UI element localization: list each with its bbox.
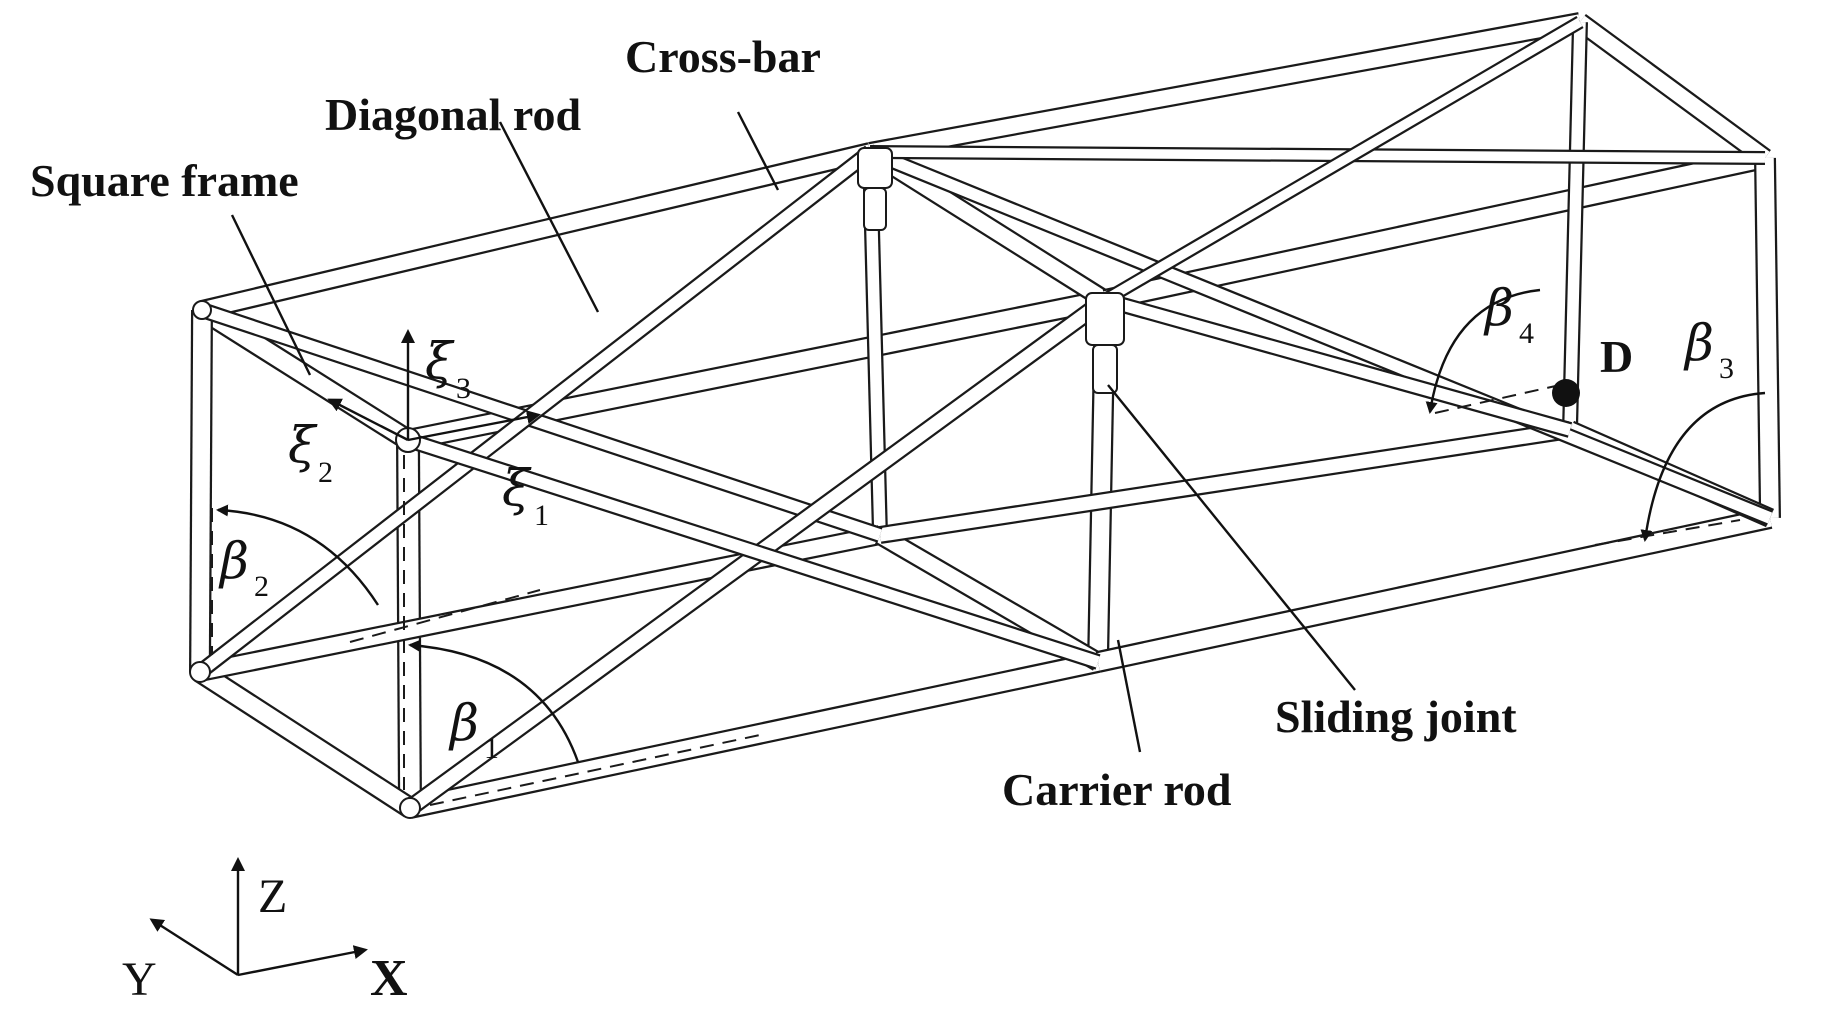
point-d-marker — [1552, 379, 1580, 407]
xi-2-label: ξ 2 — [288, 416, 333, 489]
rod-body — [1756, 157, 1779, 519]
svg-text:1: 1 — [534, 499, 549, 532]
svg-text:ξ: ξ — [288, 416, 318, 474]
svg-text:3: 3 — [456, 372, 471, 405]
rod-body — [197, 302, 413, 448]
label-cross-bar: Cross-bar — [625, 31, 821, 82]
svg-text:2: 2 — [318, 456, 333, 489]
rod-body — [1575, 15, 1770, 165]
rod-body — [406, 434, 1100, 668]
sliding-joint-lower — [1092, 344, 1118, 394]
global-axes — [149, 857, 368, 977]
rod-body — [876, 528, 1102, 669]
label-carrier-rod: Carrier rod — [1002, 764, 1232, 815]
rod-body — [1103, 294, 1572, 436]
joint-left-top — [192, 300, 212, 320]
svg-text:β: β — [218, 532, 249, 590]
beta-3-label: β 3 — [1683, 314, 1734, 385]
angle-arcs — [216, 288, 1766, 763]
rod-body — [200, 304, 882, 541]
rod-body — [408, 653, 1100, 817]
rod-body — [868, 14, 1582, 160]
xi-3-label: ξ 3 — [425, 332, 471, 405]
joint-left-bottom — [189, 661, 211, 683]
label-sliding-joint: Sliding joint — [1275, 691, 1517, 742]
beta-4-label: β 4 — [1483, 279, 1534, 350]
top-joint-block — [857, 147, 893, 189]
rod-body — [195, 664, 415, 816]
leader-lines — [230, 111, 1356, 753]
rod-body — [1564, 21, 1586, 431]
svg-text:2: 2 — [254, 570, 269, 603]
rod-body — [1103, 149, 1767, 309]
svg-text:ξ: ξ — [502, 459, 532, 517]
beta-2-label: β 2 — [218, 532, 269, 603]
label-square-frame: Square frame — [30, 155, 299, 206]
label-point-d: D — [1600, 331, 1633, 382]
svg-text:3: 3 — [1719, 352, 1734, 385]
xi-1-label: ξ 1 — [502, 459, 549, 532]
rod-body — [191, 309, 211, 673]
svg-text:β: β — [1683, 314, 1714, 372]
axis-x-label: X — [370, 950, 408, 1007]
hidden-lines — [211, 384, 1741, 806]
rod-body — [867, 146, 1773, 524]
axis-z-label: Z — [258, 870, 287, 923]
rod-body — [200, 144, 872, 318]
local-axes — [327, 329, 541, 442]
rod-body — [1102, 17, 1583, 305]
rod-body — [865, 145, 1110, 307]
svg-text:β: β — [1483, 279, 1514, 337]
svg-text:ξ: ξ — [425, 332, 455, 390]
rod-body — [1096, 509, 1772, 671]
svg-text:β: β — [448, 694, 479, 752]
label-diagonal-rod: Diagonal rod — [325, 89, 581, 140]
rod-body — [878, 423, 1572, 542]
svg-text:4: 4 — [1519, 317, 1534, 350]
beta-1-label: β 1 — [448, 694, 499, 765]
top-joint-lower — [863, 187, 887, 231]
svg-text:1: 1 — [484, 732, 499, 765]
rod-body — [869, 147, 1766, 163]
joints — [189, 147, 1580, 819]
sliding-joint-block — [1085, 292, 1125, 346]
axis-y-label: Y — [122, 953, 157, 1006]
joint-front-bottom — [399, 797, 421, 819]
